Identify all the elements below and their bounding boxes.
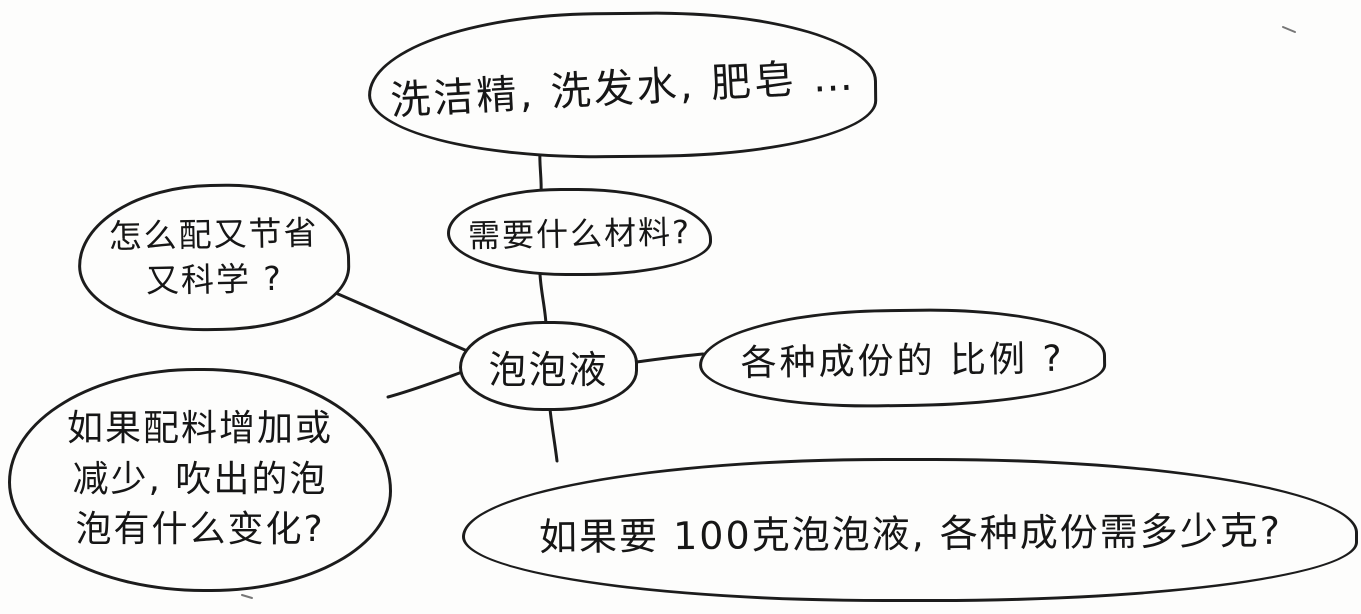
node-grams-label: 如果要 100克泡泡液, 各种成份需多少克? <box>538 508 1282 559</box>
node-central-topic-label: 泡泡液 <box>488 347 609 392</box>
node-examples-label: 洗洁精, 洗发水, 肥皂 … <box>389 53 857 125</box>
connector-change-center <box>386 369 467 399</box>
node-change-line-2: 减少, 吹出的泡 <box>72 458 328 500</box>
node-materials-question: 需要什么材料? <box>447 188 712 276</box>
node-grams-question: 如果要 100克泡泡液, 各种成份需多少克? <box>462 458 1358 602</box>
connector-center-grams <box>548 407 559 463</box>
node-materials-label: 需要什么材料? <box>467 213 692 255</box>
stray-mark-bottom <box>241 594 253 599</box>
node-economical-line-1: 怎么配又节省 <box>108 213 319 256</box>
connector-center-proportion <box>634 352 705 364</box>
node-change-line-1: 如果配料增加或 <box>66 408 333 450</box>
stray-mark-top-right <box>1282 26 1296 33</box>
node-economical-line-2: 又科学 ? <box>145 258 284 300</box>
node-proportion-label: 各种成份的 比例 ? <box>740 338 1065 385</box>
node-change-line-3: 泡有什么变化? <box>75 509 325 551</box>
connector-economical-center <box>329 289 474 355</box>
connector-materials-center <box>538 272 548 326</box>
connector-examples-materials <box>538 148 543 196</box>
node-ingredient-change-question: 如果配料增加或 减少, 吹出的泡 泡有什么变化? <box>8 368 392 592</box>
node-central-topic: 泡泡液 <box>459 321 638 411</box>
